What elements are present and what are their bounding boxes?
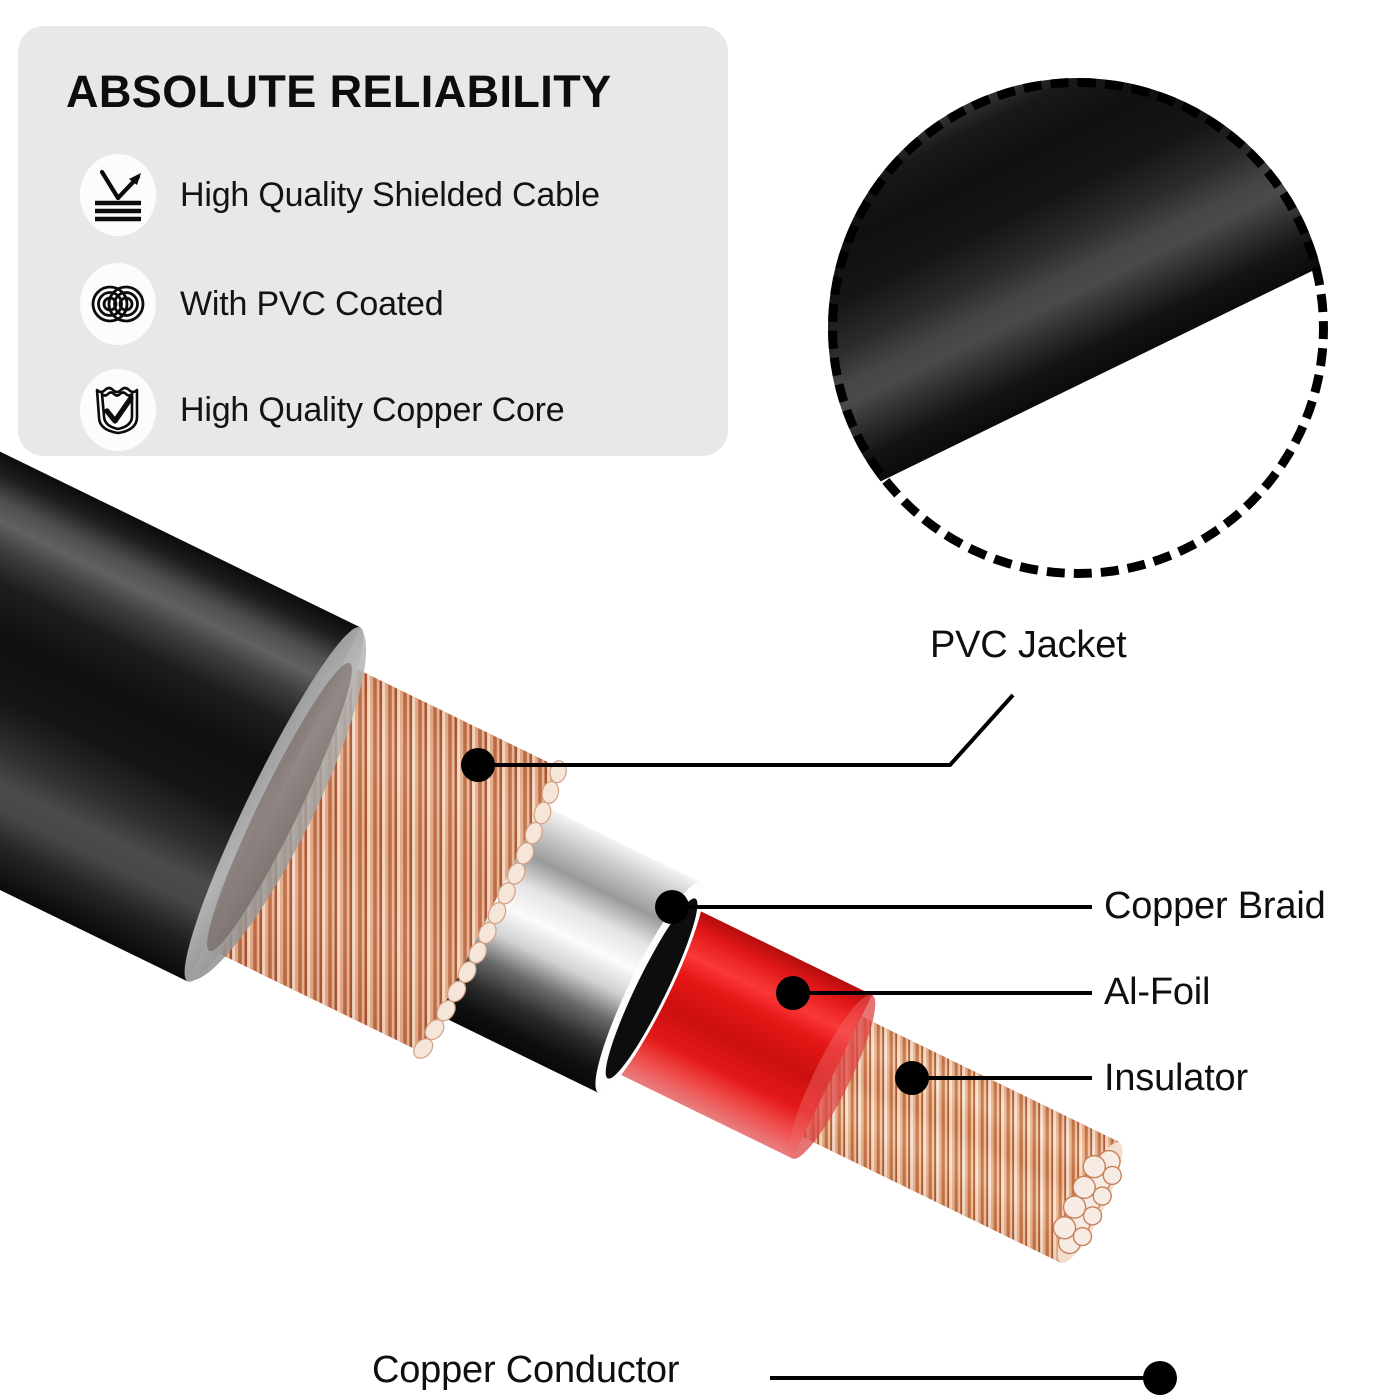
panel-title: ABSOLUTE RELIABILITY — [66, 66, 612, 117]
label-al-foil: Al-Foil — [1104, 971, 1211, 1013]
feature-item-copper-core: High Quality Copper Core — [80, 369, 565, 451]
braid-wire-ends — [413, 760, 567, 1059]
label-copper-conductor: Copper Conductor — [372, 1349, 680, 1391]
label-copper-braid: Copper Braid — [1104, 885, 1326, 927]
feature-item-pvc-coated: With PVC Coated — [80, 263, 444, 345]
feature-label-copper-core: High Quality Copper Core — [180, 390, 565, 429]
leader-lines-group — [478, 693, 1160, 1380]
shielded-reflection-icon — [80, 154, 156, 236]
leader-dot-al-foil — [776, 976, 810, 1010]
shield-check-icon — [80, 369, 156, 451]
leader-dot-pvc-jacket — [461, 748, 495, 782]
leader-dot-copper-braid — [655, 890, 689, 924]
feature-panel: ABSOLUTE RELIABILITY High Quali — [18, 26, 728, 456]
leader-dot-copper-conductor — [1143, 1361, 1177, 1395]
pvc-jacket-magnifier — [828, 78, 1328, 578]
interlinked-rings-icon — [80, 263, 156, 345]
leader-dots-group — [461, 748, 1177, 1395]
copper-conductor-layer — [701, 966, 1123, 1264]
copper-braid-layer — [195, 659, 567, 1059]
label-pvc-jacket: PVC Jacket — [930, 624, 1127, 666]
leader-line-pvc-jacket — [478, 693, 1015, 767]
insulator-layer — [560, 882, 876, 1159]
conductor-strand-ends — [1052, 1149, 1122, 1255]
feature-item-shielded-cable: High Quality Shielded Cable — [80, 154, 600, 236]
feature-label-shielded-cable: High Quality Shielded Cable — [180, 175, 600, 214]
leader-dot-insulator — [895, 1061, 929, 1095]
magnifier-dashed-ring — [828, 78, 1328, 578]
feature-label-pvc-coated: With PVC Coated — [180, 284, 444, 323]
label-insulator: Insulator — [1104, 1057, 1248, 1099]
al-foil-layer — [402, 787, 705, 1094]
